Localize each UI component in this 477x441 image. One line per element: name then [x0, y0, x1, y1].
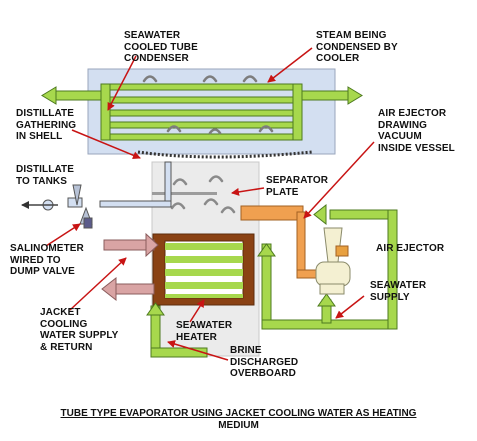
- arrow-brine: [167, 340, 229, 361]
- arrow-salinometer: [45, 223, 81, 247]
- arrow-separator-plate: [231, 187, 265, 196]
- label-distillate-gathering: DISTILLATE GATHERING IN SHELL: [16, 108, 77, 142]
- label-salinometer: SALINOMETER WIRED TO DUMP VALVE: [10, 243, 84, 277]
- air-ejector-body: [315, 227, 351, 295]
- label-air-ejector-drawing: AIR EJECTOR DRAWING VACUUM INSIDE VESSEL: [378, 108, 455, 154]
- arrow-steam: [267, 47, 313, 83]
- caption-line-2: MEDIUM: [218, 420, 259, 431]
- label-jacket-cooling: JACKET COOLING WATER SUPPLY & RETURN: [40, 307, 119, 353]
- arrow-seawater-heater: [189, 299, 205, 323]
- leader-arrows: [45, 47, 375, 361]
- air-ejector-suction-line: [240, 205, 324, 279]
- seawater-loop-pipe: [257, 203, 398, 330]
- arrow-condenser: [107, 55, 137, 111]
- jacket-water-arrows: [101, 232, 159, 302]
- arrow-distillate-gathering: [71, 129, 141, 160]
- label-condenser: SEAWATER COOLED TUBE CONDENSER: [124, 30, 198, 64]
- arrow-jacket-cooling: [69, 257, 127, 311]
- diagram-caption: TUBE TYPE EVAPORATOR USING JACKET COOLIN…: [0, 408, 477, 432]
- condenser-tube-bundle: [100, 83, 303, 141]
- caption-line-1: TUBE TYPE EVAPORATOR USING JACKET COOLIN…: [60, 408, 417, 419]
- distillate-valve-fittings: [42, 184, 93, 229]
- label-seawater-heater: SEAWATER HEATER: [176, 320, 233, 343]
- arrow-air-ejector-drawing: [303, 141, 375, 219]
- label-separator-plate: SEPARATOR PLATE: [266, 175, 329, 198]
- separator-plate: [152, 192, 217, 195]
- label-brine: BRINE DISCHARGED OVERBOARD: [230, 345, 299, 379]
- label-air-ejector: AIR EJECTOR: [376, 243, 445, 254]
- brine-discharge-pipe: [146, 302, 208, 358]
- seawater-heater: [152, 233, 255, 306]
- label-steam: STEAM BEING CONDENSED BY COOLER: [316, 30, 398, 64]
- steam-swirls: [142, 75, 274, 135]
- label-seawater-supply: SEAWATER SUPPLY: [370, 280, 427, 303]
- distillate-drain-pipe: [99, 161, 172, 208]
- vapour-swirls: [170, 175, 236, 214]
- label-distillate-to-tanks: DISTILLATE TO TANKS: [16, 164, 75, 187]
- arrow-seawater-supply: [335, 295, 365, 319]
